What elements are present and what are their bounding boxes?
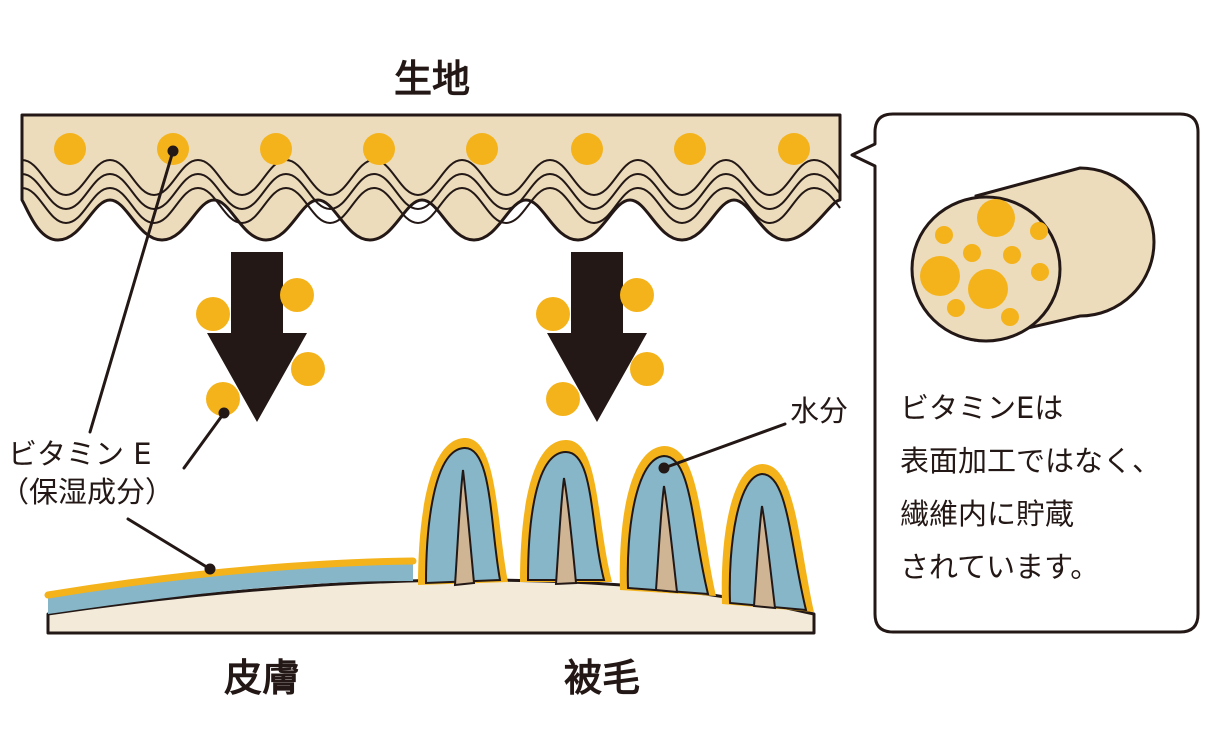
skin-vitamin-coating <box>44 557 417 599</box>
callout-box: ビタミンEは 表面加工ではなく、 繊維内に貯蔵 されています。 <box>850 112 1200 634</box>
fabric-vitamin-dots <box>54 133 810 165</box>
fabric-wave-2 <box>21 172 841 211</box>
fiber-cylinder-icon <box>910 166 1156 343</box>
fabric-layer <box>20 113 842 242</box>
callout-line: ビタミンEは <box>900 391 1063 425</box>
callout-line: されています。 <box>900 550 1099 584</box>
hair-strand <box>721 464 814 612</box>
hair-strand <box>619 446 716 596</box>
skin-label: 皮膚 <box>224 656 300 700</box>
skin-moisture-layer <box>48 563 413 614</box>
callout-line: 表面加工ではなく、 <box>900 444 1161 478</box>
fur-label: 被毛 <box>564 656 640 700</box>
falling-vitamin-dots <box>196 278 664 416</box>
hair-strand <box>520 440 612 586</box>
vitamin-e-label: ビタミン E <box>8 437 152 471</box>
callout-text: ビタミンEは 表面加工ではなく、 繊維内に貯蔵 されています。 <box>900 391 1170 584</box>
fabric-label: 生地 <box>394 57 470 101</box>
leader-lines <box>88 145 787 575</box>
hair-strand <box>418 437 508 587</box>
skin-section <box>44 437 816 635</box>
callout-line: 繊維内に貯蔵 <box>900 497 1074 531</box>
fabric-wave-3 <box>21 186 841 225</box>
moisture-label: 水分 <box>790 394 848 428</box>
fabric-wave-1 <box>21 158 841 197</box>
vitamin-e-sublabel: （保湿成分） <box>0 475 174 509</box>
